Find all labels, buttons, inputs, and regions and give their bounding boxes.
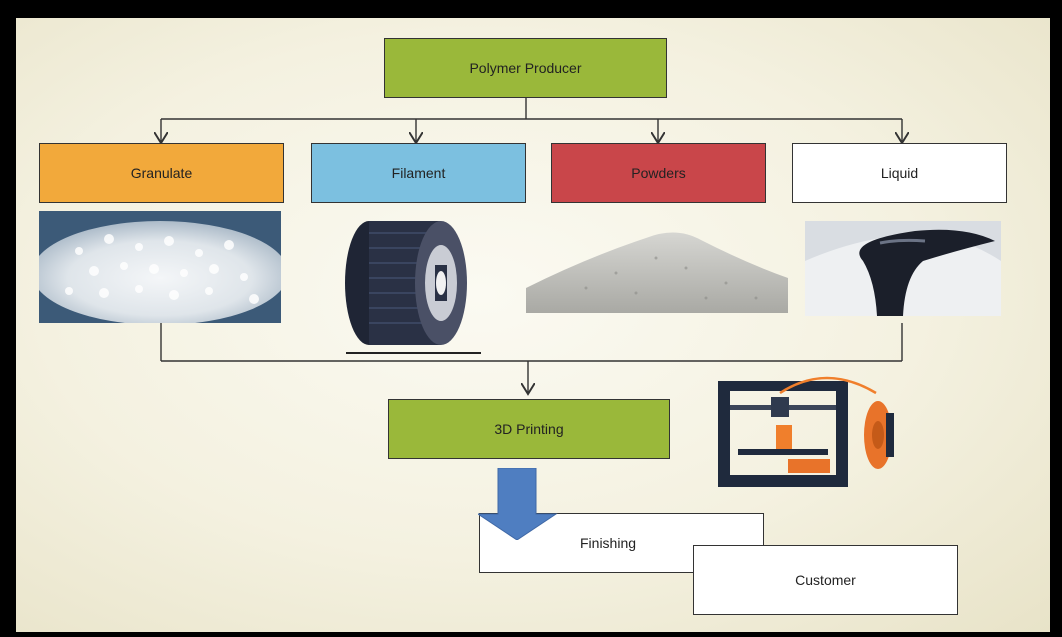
filament-box: Filament	[311, 143, 526, 203]
diagram-canvas: Polymer Producer Granulate Filament Powd…	[16, 18, 1050, 632]
3d-printing-box: 3D Printing	[388, 399, 670, 459]
customer-box: Customer	[693, 545, 958, 615]
connector-lines	[16, 98, 1050, 632]
filament-spool-image	[345, 221, 481, 354]
3d-printing-label: 3D Printing	[494, 421, 564, 437]
polymer-producer-label: Polymer Producer	[469, 60, 582, 76]
customer-label: Customer	[795, 572, 856, 588]
granulate-image	[39, 211, 281, 323]
granulate-box: Granulate	[39, 143, 284, 203]
liquid-box: Liquid	[792, 143, 1007, 203]
granulate-label: Granulate	[130, 165, 193, 181]
powders-box: Powders	[551, 143, 766, 203]
block-arrow-down	[478, 468, 558, 540]
filament-label: Filament	[391, 165, 446, 181]
3d-printer-image	[718, 376, 894, 487]
liquid-image	[805, 221, 1001, 316]
finishing-label: Finishing	[580, 535, 637, 551]
polymer-producer-box: Polymer Producer	[384, 38, 667, 98]
powder-image	[526, 232, 788, 313]
liquid-label: Liquid	[880, 165, 919, 181]
powders-label: Powders	[631, 165, 686, 181]
